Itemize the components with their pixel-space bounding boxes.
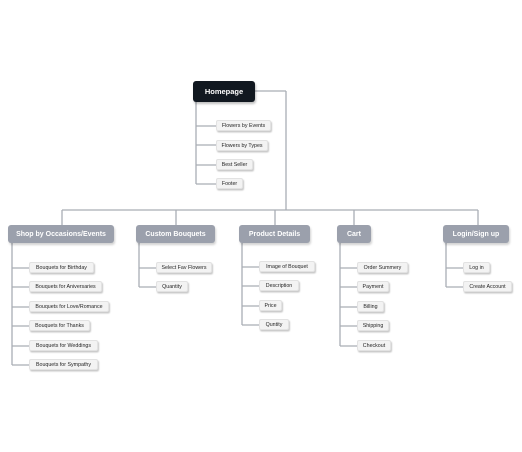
login-signup-node[interactable]: Login/Sign up [443,225,509,243]
cart-item-shipping[interactable]: Shipping [357,320,389,331]
product-item-price[interactable]: Price [259,300,282,311]
occasion-item-weddings[interactable]: Bouquets for Weddings [29,340,98,351]
occasion-item-aniversaries[interactable]: Bouquets for Aniversaries [29,281,102,292]
product-item-quntity[interactable]: Quntity [259,319,289,330]
occasion-item-thanks[interactable]: Bouquets for Thanks [29,320,90,331]
cart-node[interactable]: Cart [337,225,371,243]
homepage-node[interactable]: Homepage [193,81,255,102]
cart-item-order-summery[interactable]: Order Summery [357,262,408,273]
cart-item-payment[interactable]: Payment [357,281,389,292]
cart-item-checkout[interactable]: Checkout [357,340,391,351]
homepage-item-footer[interactable]: Footer [216,178,243,189]
occasion-item-love-romance[interactable]: Bouquets for Love/Romance [29,301,109,312]
occasion-item-birthday[interactable]: Bouquets for Birthday [29,262,94,273]
homepage-item-best-seller[interactable]: Best Seller [216,159,253,170]
product-item-image-of-bouquet[interactable]: Image of Bouquet [259,261,315,272]
product-item-description[interactable]: Description [259,280,299,291]
product-details-node[interactable]: Product Details [239,225,310,243]
custom-bouquets-node[interactable]: Custom Bouquets [136,225,215,243]
homepage-item-flowers-by-types[interactable]: Flowers by Types [216,140,268,151]
login-item-log-in[interactable]: Log in [463,262,490,273]
shop-by-occasions-node[interactable]: Shop by Occasions/Events [8,225,114,243]
cart-item-billing[interactable]: Billing [357,301,384,312]
custom-item-select-fav-flowers[interactable]: Select Fav Flowers [156,262,212,273]
homepage-item-flowers-by-events[interactable]: Flowers by Events [216,120,271,131]
custom-item-quantity[interactable]: Quantity [156,281,188,292]
occasion-item-sympathy[interactable]: Bouquets for Sympathy [29,359,98,370]
login-item-create-account[interactable]: Create Account [463,281,512,292]
